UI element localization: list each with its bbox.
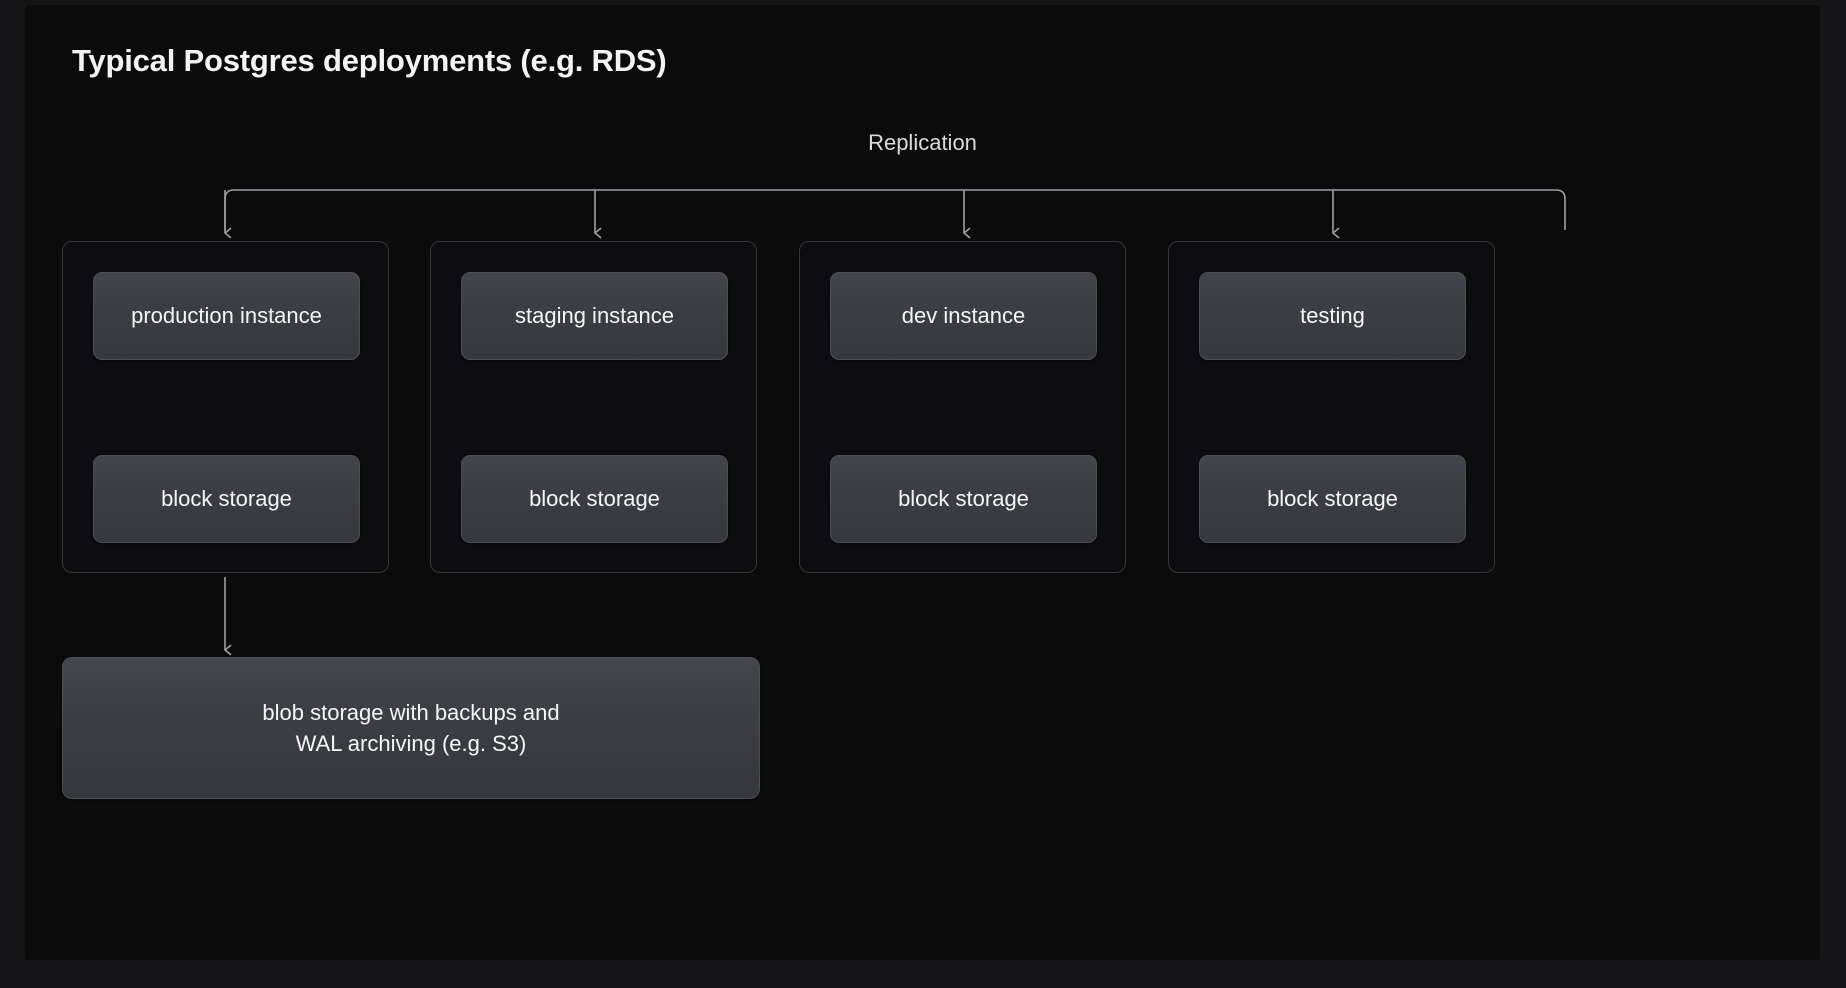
replication-label: Replication (868, 130, 977, 155)
node-dev-block-storage[interactable]: block storage (830, 455, 1097, 543)
node-blob-storage[interactable]: blob storage with backups and WAL archiv… (62, 657, 760, 799)
node-label: block storage (1267, 486, 1398, 511)
diagram-canvas: Typical Postgres deployments (e.g. RDS) … (25, 5, 1820, 960)
node-label: block storage (161, 486, 292, 511)
env-column-staging[interactable]: staging instance block storage (430, 241, 757, 573)
env-column-production[interactable]: production instance block storage (62, 241, 389, 573)
node-label: block storage (529, 486, 660, 511)
node-label: block storage (898, 486, 1029, 511)
page-title: Typical Postgres deployments (e.g. RDS) (72, 43, 667, 78)
node-staging-instance[interactable]: staging instance (461, 272, 728, 360)
node-label: testing (1300, 303, 1365, 328)
node-production-block-storage[interactable]: block storage (93, 455, 360, 543)
node-production-instance[interactable]: production instance (93, 272, 360, 360)
node-staging-block-storage[interactable]: block storage (461, 455, 728, 543)
node-dev-instance[interactable]: dev instance (830, 272, 1097, 360)
node-label: staging instance (515, 303, 674, 328)
replication-bus-line (224, 189, 1566, 230)
node-label: production instance (131, 303, 322, 328)
node-testing-instance[interactable]: testing (1199, 272, 1466, 360)
node-label: dev instance (901, 303, 1026, 328)
env-column-dev[interactable]: dev instance block storage (799, 241, 1126, 573)
env-column-testing[interactable]: testing block storage (1168, 241, 1495, 573)
blob-storage-line-1: blob storage with backups and (262, 699, 560, 725)
blob-storage-line-2: WAL archiving (e.g. S3) (295, 731, 527, 756)
node-testing-block-storage[interactable]: block storage (1199, 455, 1466, 543)
